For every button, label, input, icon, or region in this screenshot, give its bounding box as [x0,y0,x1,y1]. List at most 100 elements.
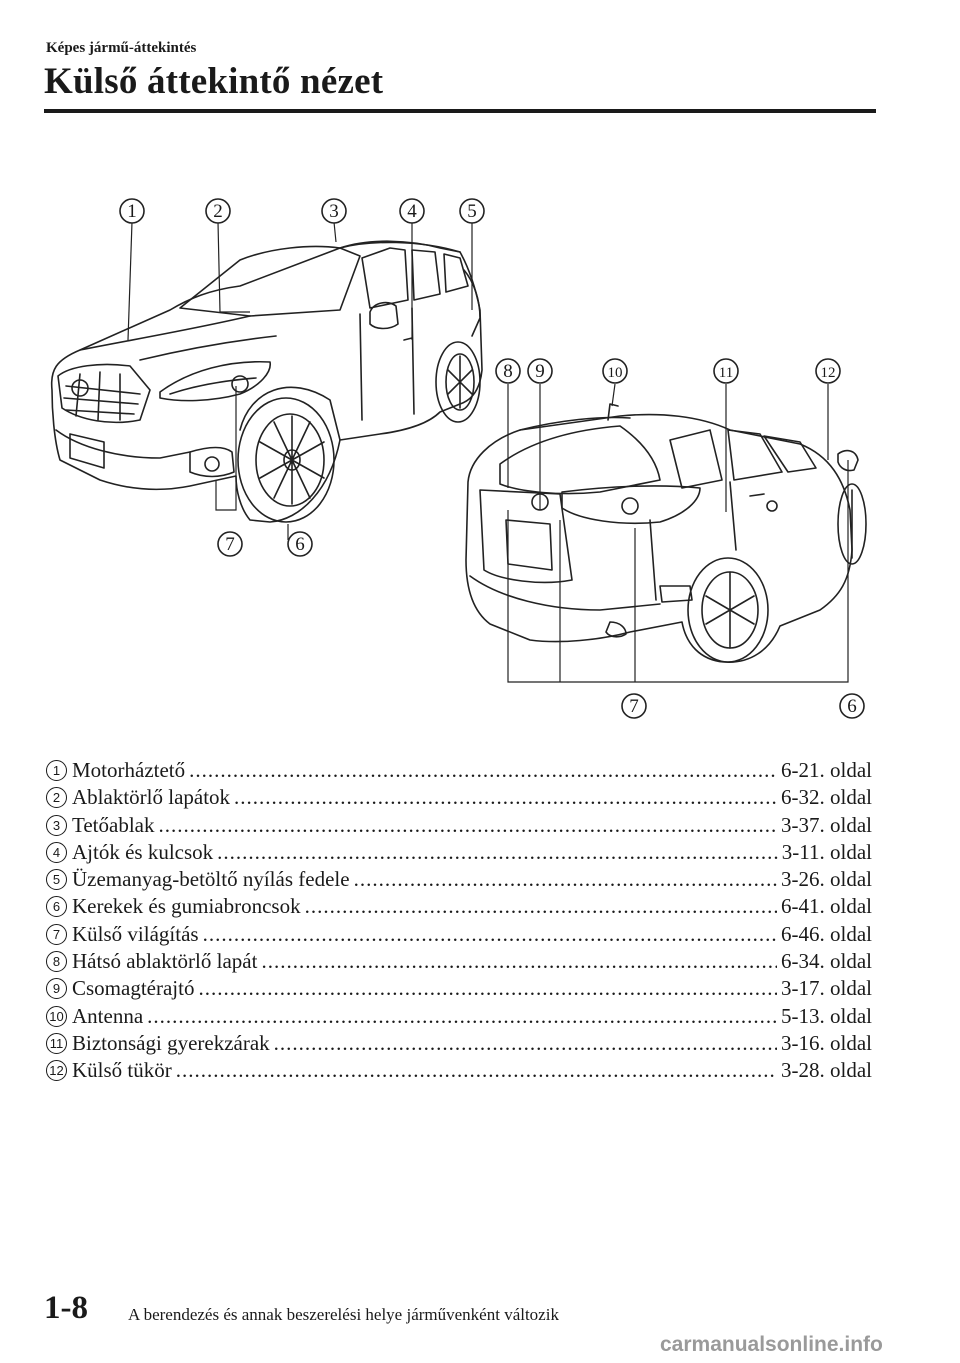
dot-leader [189,757,777,784]
callout-circle [713,358,739,384]
callout-number: 8 [503,361,513,382]
dot-leader [305,893,777,920]
callout-circle [217,531,243,557]
front-car-drawing [50,240,483,523]
dot-leader [234,784,777,811]
callout-number: 4 [407,201,417,222]
item-label: Tetőablak [72,812,155,837]
item-label: Csomagtérajtó [72,976,195,1001]
dot-leader [198,975,777,1002]
page-reference: 6-32. oldal [781,785,872,810]
item-number-badge: 3 [46,814,67,836]
dot-leader [261,948,777,975]
callout-number: 11 [719,365,733,381]
page-reference: 3-17. oldal [781,976,872,1001]
callout-number: 6 [295,534,305,555]
callout-number: 7 [629,696,639,717]
callout-number: 10 [608,365,623,381]
callout-number: 1 [127,201,137,222]
item-label: Antenna [72,1003,144,1028]
callout-number: 3 [329,201,339,222]
callout-circle [205,198,231,224]
item-number-badge: 6 [46,896,67,918]
callout-circle [321,198,347,224]
page-reference: 6-21. oldal [781,758,872,782]
item-number-badge: 1 [46,760,67,781]
watermark: carmanualsonline.info [660,1333,883,1356]
callout-circle [602,358,628,384]
callout-circle [459,198,485,224]
dot-leader [176,1057,777,1084]
dot-leader [217,839,778,866]
item-label: Ajtók és kulcsok [72,839,214,864]
item-label: Ablaktörlő lapátok [72,785,231,810]
rear-car-drawing [465,403,867,663]
callout-number: 6 [847,696,857,717]
item-label: Külső világítás [72,921,199,946]
item-number-badge: 8 [46,951,67,973]
page-title: Külső áttekintő nézet [44,61,384,102]
item-number-badge: 10 [46,1005,67,1027]
page-reference: 3-28. oldal [781,1058,872,1083]
title-rule [44,109,876,113]
callout-number: 7 [225,534,235,555]
dot-leader [159,812,778,839]
item-label: Üzemanyag-betöltő nyílás fedele [72,867,350,892]
car-illustration-svg: 1 2 3 4 5 7 6 8 9 10 11 12 7 6 [50,198,867,719]
callouts-front [119,198,485,557]
item-number-badge: 12 [46,1060,67,1082]
item-number-badge: 7 [46,923,67,945]
callout-circle [621,693,647,719]
page-reference: 3-16. oldal [781,1030,872,1055]
item-label: Külső tükör [72,1058,172,1083]
item-label: Kerekek és gumiabroncsok [72,894,301,919]
footer-note: A berendezés és annak beszerelési helye … [128,1305,559,1324]
callout-number: 5 [467,201,477,222]
page-reference: 5-13. oldal [781,1003,872,1028]
callout-circle [527,358,553,384]
callout-circle [399,198,425,224]
item-number-badge: 5 [46,869,67,891]
callout-number: 2 [213,201,223,222]
callout-circle [495,358,521,384]
item-number-badge: 4 [46,841,67,863]
item-number-badge: 9 [46,978,67,1000]
page-number: 1-8 [44,1290,88,1326]
callout-circle [839,693,865,719]
callout-number: 12 [821,365,836,381]
item-label: Hátsó ablaktörlő lapát [72,949,258,974]
callout-circle [815,358,841,384]
callout-circle [287,531,313,557]
section-label: Képes jármű-áttekintés [46,40,197,56]
dot-leader [147,1003,777,1030]
page-reference: 3-37. oldal [781,812,872,837]
item-label: Biztonsági gyerekzárak [72,1030,270,1055]
item-label: Motorháztető [72,758,186,782]
callout-number: 9 [535,361,545,382]
page-reference: 6-41. oldal [781,894,872,919]
page-reference: 6-46. oldal [781,921,872,946]
page-reference: 3-26. oldal [781,867,872,892]
callouts-rear [495,358,865,719]
item-number-badge: 11 [46,1032,67,1054]
dot-leader [354,866,777,893]
page-reference: 3-11. oldal [781,839,872,864]
item-number-badge: 2 [46,787,67,809]
dot-leader [203,921,777,948]
page-reference: 6-34. oldal [781,949,872,974]
callout-circle [119,198,145,224]
car-exterior-illustration: 1 2 3 4 5 7 6 8 9 10 11 12 7 6 [40,190,880,730]
